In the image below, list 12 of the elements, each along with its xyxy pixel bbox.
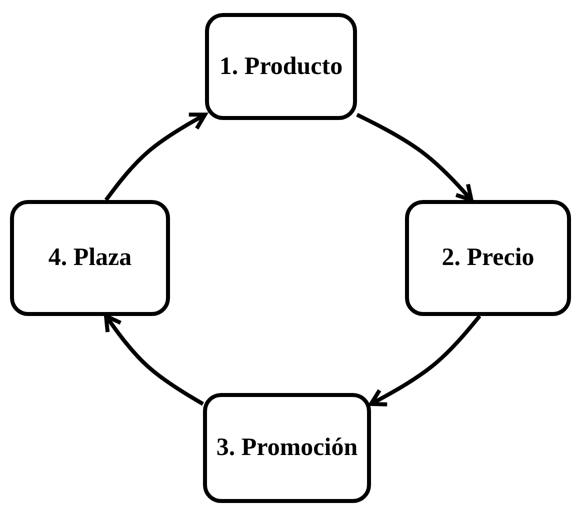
process-box — [205, 13, 357, 120]
box-label: 4. Plaza — [48, 244, 132, 272]
arrow — [369, 314, 482, 406]
process-box — [10, 200, 170, 316]
arrow — [356, 112, 474, 202]
box-label: 2. Precio — [442, 244, 534, 272]
process-box — [203, 393, 371, 503]
arrow — [104, 314, 204, 406]
process-box — [405, 200, 571, 316]
box-label: 3. Promoción — [216, 434, 358, 462]
box-label: 1. Producto — [219, 52, 343, 80]
arrow — [104, 112, 207, 202]
